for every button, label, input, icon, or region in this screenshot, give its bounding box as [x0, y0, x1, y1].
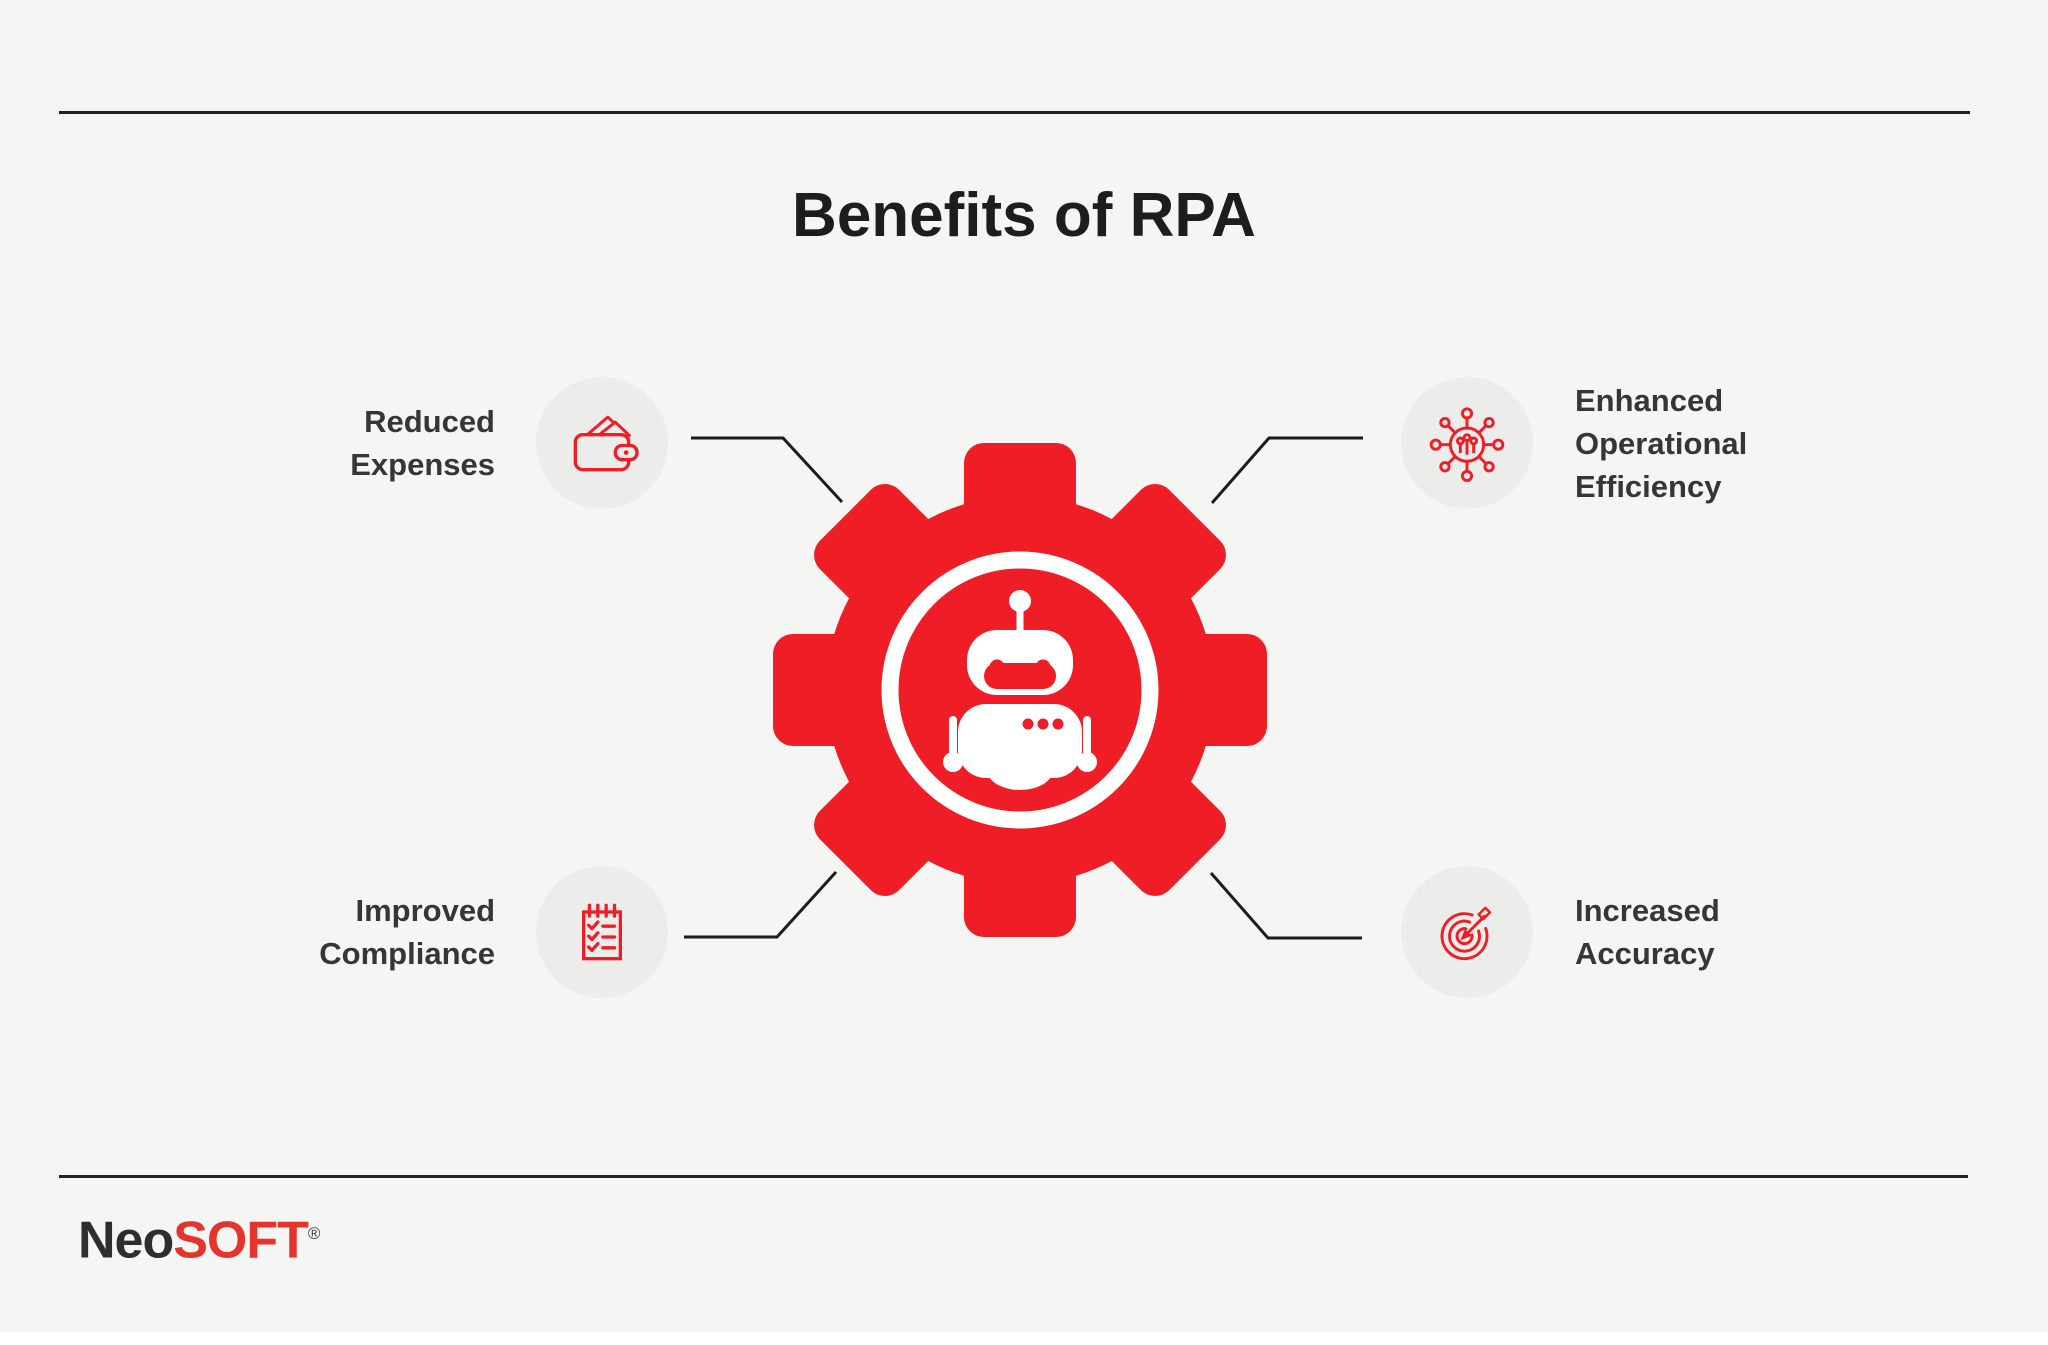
registered-trademark-symbol: ®: [307, 1224, 321, 1243]
logo-text-neo: Neo: [78, 1211, 174, 1270]
target-arrow-icon: [1440, 906, 1492, 961]
benefit-label-line: Improved: [355, 893, 495, 928]
top-rule: [59, 111, 1970, 114]
benefit-label-line: Efficiency: [1575, 469, 1722, 504]
neosoft-logo: NeoSOFT®: [78, 1206, 320, 1268]
benefit-label-increased-accuracy: Increased Accuracy: [1575, 889, 1720, 975]
logo-text-soft: SOFT: [173, 1211, 309, 1270]
compliance-checklist-icon: [582, 903, 622, 961]
wallet-icon: [573, 415, 639, 472]
page-title: Benefits of RPA: [792, 181, 1256, 250]
benefit-label-reduced-expenses: Reduced Expenses: [350, 400, 495, 486]
benefit-label-enhanced-efficiency: Enhanced Operational Efficiency: [1575, 379, 1747, 508]
benefit-icon-circle-improved-compliance: [536, 866, 668, 998]
gear-inner-ring: [881, 551, 1159, 829]
benefit-label-line: Reduced: [364, 404, 495, 439]
benefit-icon-circle-reduced-expenses: [536, 377, 668, 509]
benefit-label-line: Operational: [1575, 426, 1748, 461]
benefit-label-improved-compliance: Improved Compliance: [319, 889, 495, 975]
benefit-label-line: Compliance: [319, 936, 495, 971]
bottom-rule: [59, 1175, 1968, 1178]
benefit-label-line: Enhanced: [1575, 383, 1724, 418]
robot-in-gear-icon: [773, 443, 1267, 937]
robot-icon: [943, 590, 1097, 790]
benefit-icon-circle-enhanced-efficiency: [1401, 377, 1533, 509]
efficiency-network-icon: [1429, 407, 1505, 482]
benefit-label-line: Accuracy: [1575, 936, 1715, 971]
benefit-label-line: Expenses: [350, 447, 495, 482]
benefit-icon-circle-increased-accuracy: [1401, 866, 1533, 998]
benefit-label-line: Increased: [1575, 893, 1720, 928]
bottom-white-strip: [0, 1332, 2048, 1345]
